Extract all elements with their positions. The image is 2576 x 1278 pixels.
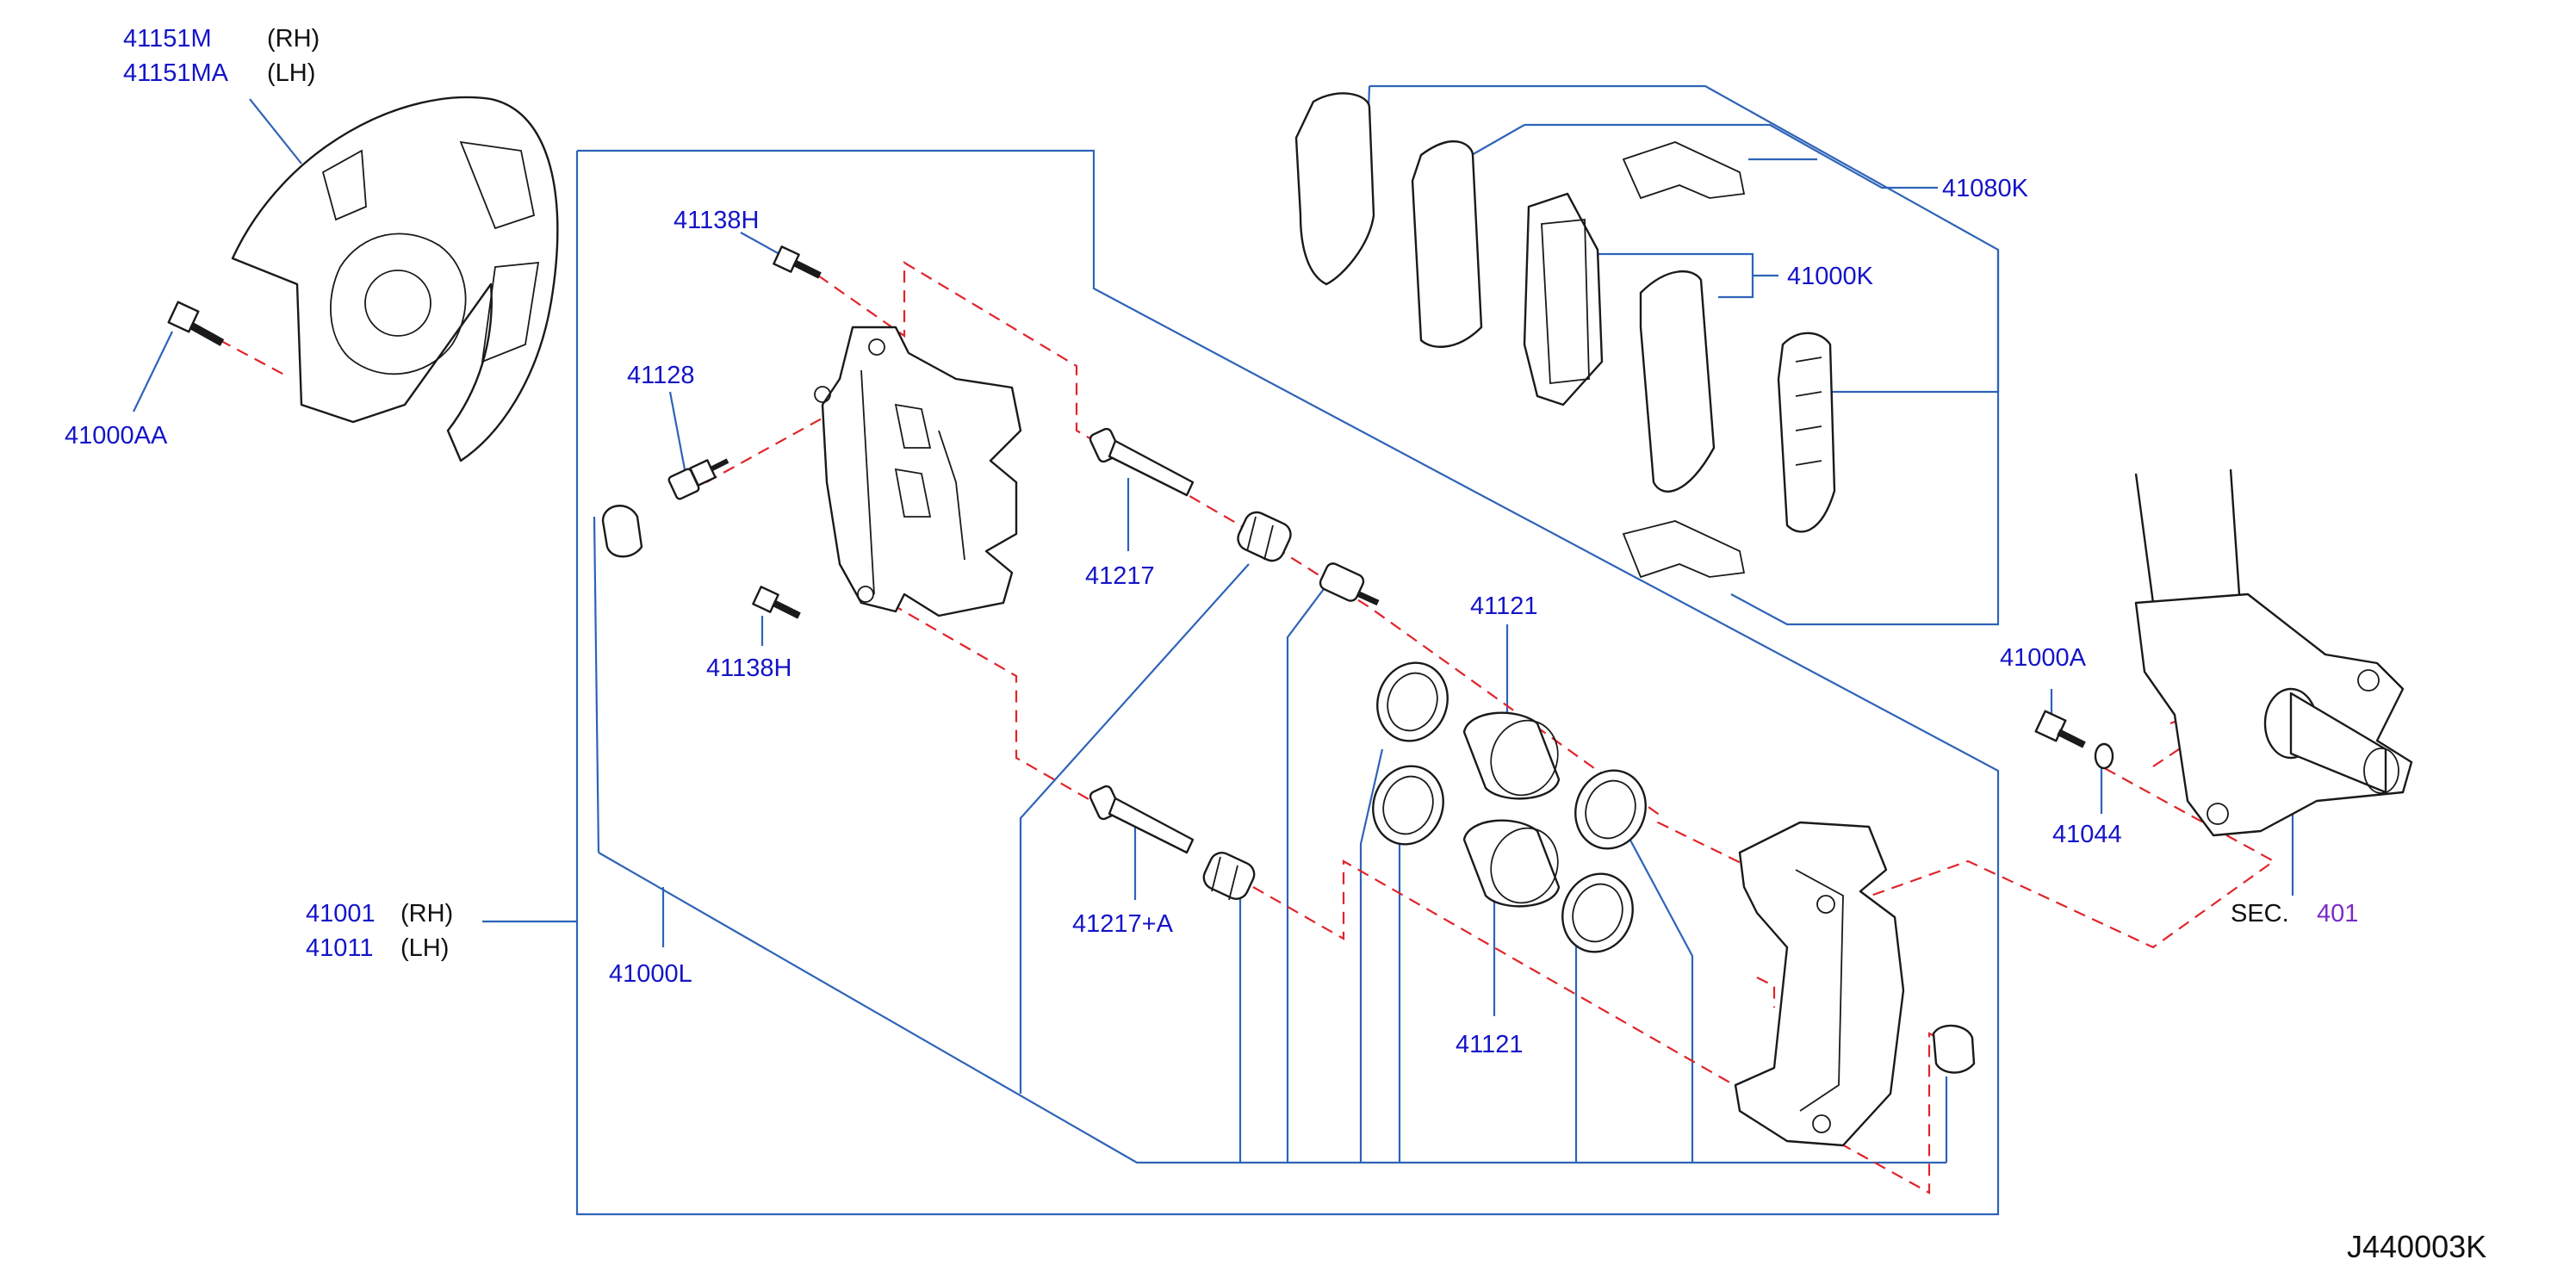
label-41138H-top: 41138H xyxy=(673,207,759,234)
label-41121-upper: 41121 xyxy=(1470,592,1538,620)
bleeder-screw-icon xyxy=(667,458,729,500)
label-41128: 41128 xyxy=(627,362,695,389)
label-41080K: 41080K xyxy=(1942,175,2029,202)
label-section-number: 401 xyxy=(2317,900,2358,927)
label-41217: 41217 xyxy=(1085,562,1155,590)
label-41151MA-side: (LH) xyxy=(267,59,315,87)
label-41000AA: 41000AA xyxy=(65,422,168,450)
shield-bolt-icon xyxy=(167,301,225,346)
caliper-bolt-top-icon xyxy=(773,245,822,279)
guide-pin-lower-icon xyxy=(1089,785,1195,854)
label-41138H-bottom: 41138H xyxy=(706,655,791,682)
label-41151M-side: (RH) xyxy=(267,25,320,53)
label-41217A: 41217+A xyxy=(1072,910,1174,938)
steering-knuckle xyxy=(2134,468,2413,837)
label-41151M: 41151M xyxy=(123,25,212,53)
bleeder-cap-icon xyxy=(601,505,643,558)
pin-bushing-icon xyxy=(1319,562,1380,606)
bracket-cap-icon xyxy=(1932,1024,1976,1074)
part-labels: 41151M (RH) 41151MA (LH) 41000AA 41138H … xyxy=(65,25,2486,1264)
label-41011-side: (LH) xyxy=(400,934,449,962)
washer-icon xyxy=(2094,742,2114,770)
label-41151MA: 41151MA xyxy=(123,59,229,87)
leader-lines xyxy=(133,84,2294,1216)
knuckle-bolt-icon xyxy=(2034,710,2086,748)
pin-boot-upper-icon xyxy=(1237,511,1292,562)
label-41000K: 41000K xyxy=(1787,263,1874,290)
label-41011: 41011 xyxy=(306,934,374,962)
brake-pads xyxy=(1294,92,1836,533)
label-41001: 41001 xyxy=(306,900,376,927)
drawing-code: J440003K xyxy=(2347,1229,2486,1264)
dust-shield xyxy=(231,96,559,462)
caliper-bolt-bottom-icon xyxy=(752,586,801,619)
label-section-prefix: SEC. xyxy=(2231,900,2289,927)
pistons-icon xyxy=(1462,711,1561,908)
piston-seals-icon xyxy=(1372,661,1647,953)
label-41001-side: (RH) xyxy=(400,900,453,927)
label-41121-lower: 41121 xyxy=(1456,1031,1524,1058)
label-41000A: 41000A xyxy=(2000,644,2087,672)
label-41044: 41044 xyxy=(2052,821,2122,848)
caliper-body xyxy=(814,326,1022,617)
label-41000L: 41000L xyxy=(609,960,692,988)
pad-clips-icon xyxy=(1622,141,1746,579)
pin-boot-lower-icon xyxy=(1202,852,1256,901)
caliper-bracket xyxy=(1734,821,1905,1147)
guide-pin-upper-icon xyxy=(1089,427,1195,497)
